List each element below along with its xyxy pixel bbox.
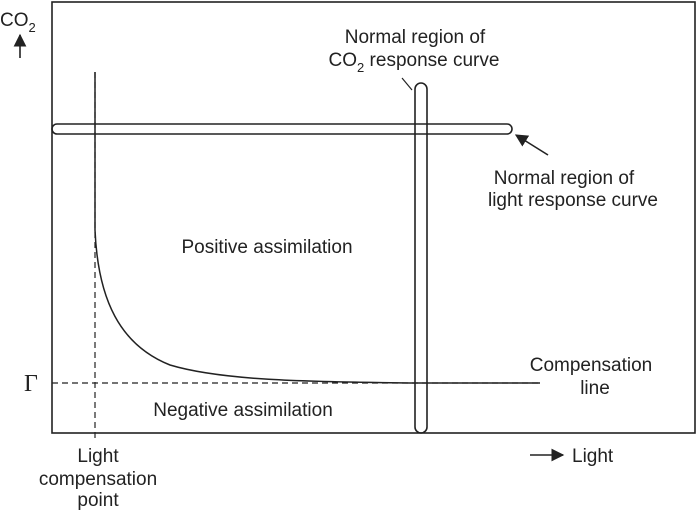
x-axis-label: Light — [572, 446, 614, 467]
light-region-label-line1: Normal region of — [494, 168, 635, 189]
co2-region-label-line1: Normal region of — [345, 27, 486, 48]
response-curve — [94, 72, 540, 384]
compensation-line-label-line2: line — [580, 378, 610, 399]
light-compensation-label-line3: point — [77, 490, 119, 510]
light-region-label-line2: light response curve — [488, 190, 658, 211]
co2-response-region-capsule — [414, 82, 428, 434]
light-response-region-capsule — [51, 123, 513, 135]
co2-region-pointer-line — [401, 77, 413, 91]
plot-frame — [51, 1, 696, 434]
light-region-arrow-icon — [514, 134, 549, 156]
gamma-label: Γ — [24, 371, 38, 397]
light-compensation-label-line2: compensation — [39, 469, 157, 490]
y-axis-label: CO2 — [0, 10, 36, 35]
negative-assimilation-label: Negative assimilation — [153, 400, 333, 421]
compensation-line-label-line1: Compensation — [530, 355, 653, 376]
co2-region-label-line2: CO2 response curve — [329, 50, 500, 75]
light-compensation-label-line1: Light — [77, 446, 119, 467]
positive-assimilation-label: Positive assimilation — [181, 237, 352, 258]
